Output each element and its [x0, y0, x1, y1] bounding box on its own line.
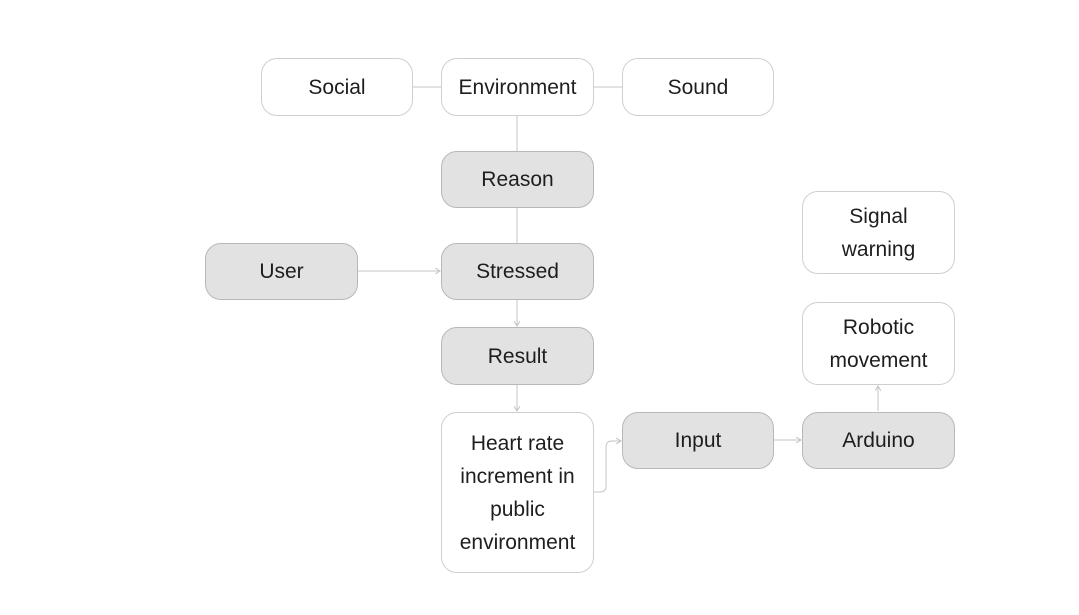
node-user-label: User: [259, 260, 304, 283]
node-reason[interactable]: Reason: [441, 151, 594, 208]
node-robotic-movement-label: Robotic movement: [829, 315, 928, 372]
node-heart-rate-label: Heart rate increment in public environme…: [459, 431, 576, 554]
node-environment-label: Environment: [458, 75, 577, 99]
node-robotic-movement[interactable]: Robotic movement: [802, 302, 955, 385]
node-heart-rate[interactable]: Heart rate increment in public environme…: [441, 412, 594, 573]
node-result-label: Result: [487, 344, 548, 368]
connector-heart-rate-input: [594, 441, 621, 493]
node-sound-label: Sound: [667, 75, 729, 99]
node-reason-label: Reason: [481, 168, 554, 191]
node-result[interactable]: Result: [441, 327, 594, 385]
node-social-label: Social: [308, 75, 366, 99]
node-social[interactable]: Social: [261, 58, 413, 116]
node-sound[interactable]: Sound: [622, 58, 774, 116]
node-input[interactable]: Input: [622, 412, 774, 469]
node-arduino[interactable]: Arduino: [802, 412, 955, 469]
node-input-label: Input: [674, 429, 722, 452]
node-environment[interactable]: Environment: [441, 58, 594, 116]
node-user[interactable]: User: [205, 243, 358, 300]
node-stressed-label: Stressed: [476, 260, 559, 283]
node-signal-warning-label: Signal warning: [841, 204, 916, 261]
node-stressed[interactable]: Stressed: [441, 243, 594, 300]
node-arduino-label: Arduino: [842, 429, 915, 452]
node-signal-warning[interactable]: Signal warning: [802, 191, 955, 274]
